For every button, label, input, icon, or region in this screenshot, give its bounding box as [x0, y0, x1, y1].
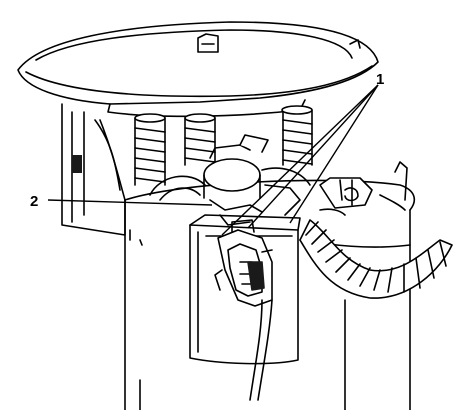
pump-internals [149, 134, 311, 226]
leader-1-b [289, 84, 379, 224]
leader-2 [47, 199, 213, 206]
lower-line [249, 299, 273, 401]
wiring-harness [299, 219, 453, 299]
right-connector [319, 161, 408, 211]
callout-leaders [47, 84, 379, 236]
tank-flange [17, 21, 379, 118]
callout-2: 2 [30, 193, 38, 210]
electrical-connector [214, 219, 273, 307]
guide-springs [134, 105, 313, 186]
leader-1-c [221, 84, 379, 236]
reservoir-left [61, 103, 126, 236]
leader-1-a [247, 84, 379, 229]
callout-1: 1 [376, 71, 384, 88]
